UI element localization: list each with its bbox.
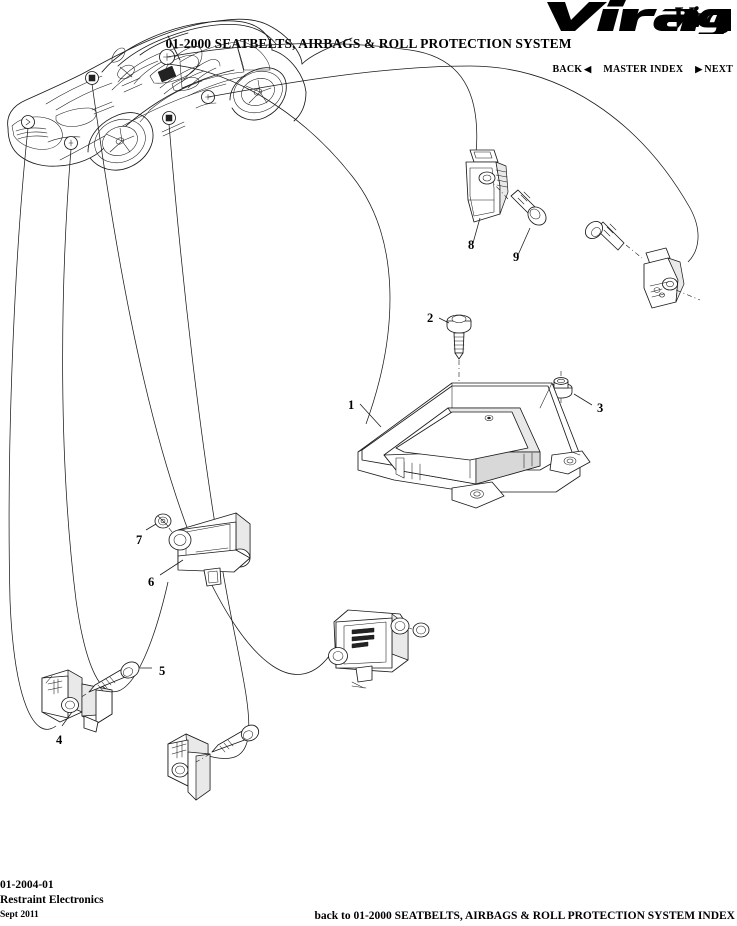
callout-5: 5 <box>159 664 166 678</box>
part-9-satellite-bolt <box>493 183 547 256</box>
side-impact-sensor-mirror <box>328 609 430 689</box>
part-1-restraint-control-module <box>357 382 591 509</box>
callout-3: 3 <box>597 401 604 415</box>
callout-7: 7 <box>136 533 143 547</box>
part-8-satellite-sensor <box>465 149 509 244</box>
part-7-sensor-grommet <box>145 513 172 531</box>
vehicle-illustration <box>7 18 353 171</box>
footer-section-name: Restraint Electronics <box>0 894 104 906</box>
nav-master-index-link[interactable]: MASTER INDEX <box>603 64 684 75</box>
nav-back-link[interactable]: BACK <box>552 64 583 75</box>
footer-index-link[interactable]: back to 01-2000 SEATBELTS, AIRBAGS & ROL… <box>314 910 736 922</box>
footer-left-block: 01-2004-01 Restraint Electronics Sept 20… <box>0 878 104 922</box>
part-4-front-impact-sensor <box>41 669 113 733</box>
navigation-bar: BACK◀ MASTER INDEX ▶NEXT <box>553 64 733 75</box>
back-arrow-icon[interactable]: ◀ <box>584 64 592 74</box>
nav-next-link[interactable]: NEXT <box>704 64 733 75</box>
callout-2: 2 <box>427 311 434 325</box>
leader-lines <box>8 43 699 759</box>
callout-4: 4 <box>56 733 63 747</box>
callout-1: 1 <box>348 398 355 412</box>
satellite-sensor-right <box>585 221 701 309</box>
part-2-mounting-bolt <box>438 314 472 402</box>
callout-8: 8 <box>468 238 475 252</box>
virage-brand-logo: Virage <box>531 0 737 38</box>
footer-date: Sept 2011 <box>0 910 39 920</box>
next-arrow-icon[interactable]: ▶ <box>695 64 703 74</box>
part-5-front-sensor-bolt <box>79 661 152 699</box>
part-6-side-impact-sensor <box>159 512 251 587</box>
front-impact-sensor-mirror <box>167 724 260 801</box>
page-title: 01-2000 SEATBELTS, AIRBAGS & ROLL PROTEC… <box>165 36 572 51</box>
brand-wordmark-text: Virage <box>668 0 731 34</box>
callout-9: 9 <box>513 250 520 264</box>
footer-document-number: 01-2004-01 <box>0 879 54 891</box>
callout-6: 6 <box>148 575 155 589</box>
